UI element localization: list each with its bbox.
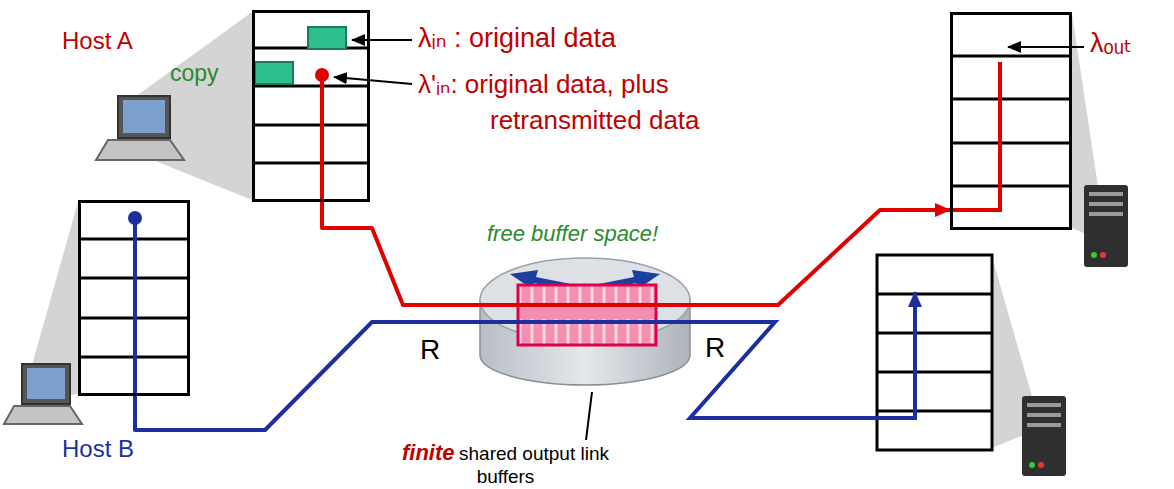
data-packet [255,62,293,84]
flow-line [690,292,915,418]
flow-connector [692,210,950,305]
host-label: Host B [62,436,134,462]
callout-text: shared output link buffers [459,443,609,487]
buffer-rows [252,48,370,163]
host-buffer: Host Acopy [252,10,370,202]
host-buffer: Host B [78,200,190,396]
flow-connector [322,202,478,305]
receiver-buffer [877,255,992,450]
buffer-fill [252,10,370,202]
laptop-icon [4,364,82,424]
flow-connector [135,322,478,430]
router-note: free buffer space! [487,222,658,246]
buffer-rows [950,56,1072,186]
rate-label: λᵢₙ : original data [418,20,616,58]
link-rate: R [420,330,440,369]
callout-group: finite shared output link buffers [398,440,613,489]
flow-line [950,62,1000,210]
leader-line [334,77,412,84]
receiver-buffer: λₒᵤₜ [950,12,1072,230]
leader-line [352,39,412,41]
server-icon [1022,396,1066,476]
flow-dot [128,211,142,225]
buffer-fill [950,12,1072,230]
callout-emphasis: finite [402,440,455,465]
flow-line [320,75,324,202]
leader-line [586,392,592,440]
buffer-fill [78,200,190,396]
rate-label: λₒᵤₜ [1090,29,1132,59]
router: free buffer space! [478,255,692,390]
flow-dot [315,68,329,82]
host-label: Host A [62,28,133,54]
server-icon [1084,185,1128,267]
leader-line [1008,46,1084,48]
router-symbol [478,255,692,390]
data-packet [308,27,346,49]
laptop-icon [96,96,184,160]
rate-label: λ'ᵢₙ: original data, plus retransmitted … [418,66,803,139]
copy-label: copy [170,61,219,86]
link-rate: R [705,328,725,367]
flow-line [133,218,137,396]
